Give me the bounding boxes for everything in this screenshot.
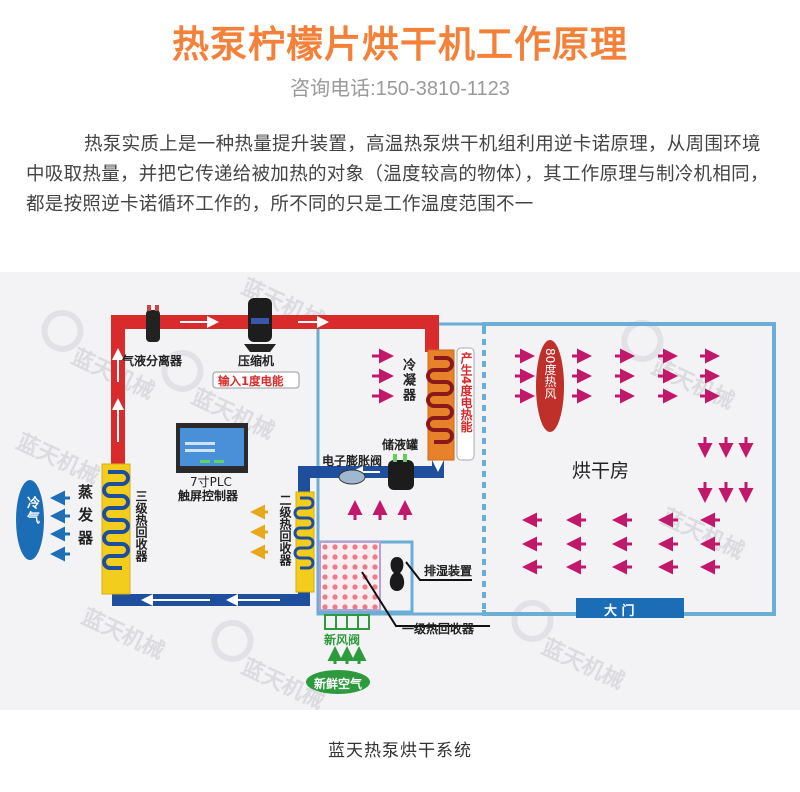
svg-text:蓝天机械: 蓝天机械 (537, 635, 627, 695)
evaporator-coil (101, 463, 131, 595)
diagram-caption: 蓝天热泵烘干系统 (328, 741, 472, 761)
fresh-air-arrows (327, 646, 367, 664)
input-power-box (212, 371, 300, 389)
intro-paragraph: 热泵实质上是一种热量提升装置，高温热泵烘干机组利用逆卡诺原理，从周围环境中吸取热… (26, 134, 769, 215)
fresh-air-valve-label: 新风阀 (324, 633, 361, 647)
compressor-icon (244, 298, 276, 352)
output-heat-box (456, 347, 475, 461)
fresh-air-label: 新鲜空气 (314, 677, 363, 691)
liquid-receiver-icon (388, 454, 414, 490)
hot-air-flow-arrows (347, 348, 754, 575)
gate-label: 大 门 (604, 604, 635, 619)
cold-air-arrows (50, 490, 70, 562)
svg-text:蓝天机械: 蓝天机械 (12, 430, 102, 490)
plc-touchscreen-icon (176, 423, 248, 473)
heat-pump-diagram: 蓝天机械 蓝天机械 蓝天机械 蓝天机械 蓝天机械 蓝天机械 蓝天机械 蓝天机械 … (0, 272, 800, 715)
recovery1-label: 一级热回收器 (402, 622, 475, 636)
hot-air-badge (536, 340, 564, 432)
cold-air-badge (16, 480, 44, 560)
evaporator-label: 蒸发器 (76, 484, 94, 553)
recovery3-label: 三级热回收器 (134, 490, 148, 562)
plc-label-line2: 触屏控制器 (178, 489, 239, 503)
cold-refrigerant-pipe (112, 454, 444, 606)
svg-text:蓝天机械: 蓝天机械 (77, 605, 167, 665)
page-title: 热泵柠檬片烘干机工作原理 (172, 23, 628, 66)
input-power-label: 输入1度电能 (218, 374, 284, 388)
condenser-coil (426, 349, 455, 461)
diagram-canvas: 蓝天机械 蓝天机械 蓝天机械 蓝天机械 蓝天机械 蓝天机械 蓝天机械 蓝天机械 … (12, 275, 776, 715)
recovery1-core (319, 541, 381, 611)
dehumidifier-fan-icon (389, 557, 405, 591)
cold-air-label: 冷气 (24, 496, 39, 526)
output-heat-label: 产生4度电热能 (459, 352, 473, 433)
gas-liquid-separator-icon (146, 305, 160, 342)
fresh-air-badge (306, 670, 370, 694)
contact-phone: 咨询电话:150-3810-1123 (290, 78, 510, 100)
recovery2-arrows (250, 504, 268, 560)
svg-text:蓝天机械: 蓝天机械 (647, 355, 737, 415)
svg-text:蓝天机械: 蓝天机械 (657, 505, 747, 565)
drying-room-label: 烘干房 (572, 460, 630, 482)
recovery2-label: 二级热回收器 (278, 494, 292, 566)
separator-label: 气液分离器 (122, 354, 183, 368)
expansion-valve-label: 电子膨胀阀 (322, 454, 383, 468)
gate-bar (576, 598, 684, 618)
dehumidifier-label: 排湿装置 (424, 564, 473, 578)
fresh-air-valve-icon (324, 614, 370, 630)
compressor-label: 压缩机 (238, 354, 275, 368)
recovery2-coil (293, 491, 315, 593)
hot-air-label: 80度热风 (543, 348, 557, 400)
plc-label-line1: 7寸PLC (190, 475, 232, 489)
condenser-label: 冷凝器 (400, 358, 415, 403)
receiver-label: 储液罐 (382, 438, 419, 452)
expansion-valve-icon (338, 469, 366, 485)
